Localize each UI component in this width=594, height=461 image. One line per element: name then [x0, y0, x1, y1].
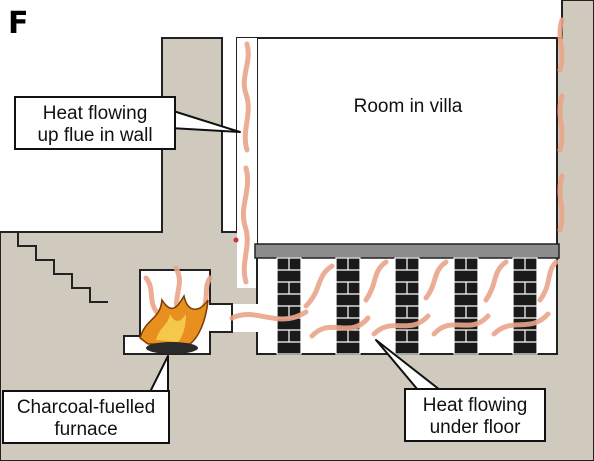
heat-wisp — [491, 311, 551, 337]
heat-wisp — [240, 165, 251, 285]
room-in-villa — [256, 37, 558, 247]
brick-pillar — [335, 257, 361, 355]
fire — [139, 294, 209, 354]
stairs — [0, 231, 108, 303]
heat-wisp — [423, 259, 449, 301]
floor-pointer — [375, 339, 441, 391]
floor-slab — [254, 243, 560, 259]
flue-callout: Heat flowing up flue in wall — [14, 96, 176, 150]
heat-wisp — [483, 259, 509, 303]
heat-wisp — [537, 259, 559, 303]
heat-wisp — [363, 259, 389, 303]
charcoal — [146, 342, 198, 354]
furnace-pointer — [149, 355, 169, 393]
heat-wisp — [303, 263, 335, 309]
panel-letter: F — [8, 6, 29, 41]
heat-wisp — [229, 309, 309, 322]
brick-pillar — [276, 257, 302, 355]
heat-wisp — [557, 173, 565, 233]
flue-pointer — [169, 109, 241, 133]
flame-core — [156, 314, 186, 342]
heat-wisp — [557, 17, 565, 73]
brick-pillars — [276, 257, 538, 355]
heat-wisp — [557, 93, 565, 153]
heat-wisp — [371, 313, 431, 337]
floor-callout: Heat flowing under floor — [404, 388, 546, 442]
heat-wisp — [241, 41, 251, 153]
heat-wisp — [309, 315, 371, 339]
brick-pillar — [512, 257, 538, 355]
room-label: Room in villa — [353, 96, 463, 117]
brick-pillar — [394, 257, 420, 355]
flue-channel — [237, 38, 257, 288]
furnace-callout: Charcoal-fuelled furnace — [2, 390, 170, 444]
heat-wisp — [431, 313, 491, 337]
heat-wisps — [143, 17, 565, 339]
brick-pillar — [453, 257, 479, 355]
callout-pointers — [149, 109, 441, 393]
red-dot — [233, 237, 239, 243]
